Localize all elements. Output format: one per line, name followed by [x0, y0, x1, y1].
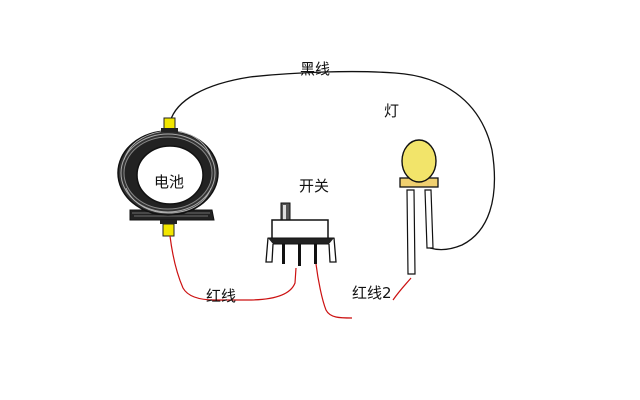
- battery-label: 电池: [154, 173, 185, 191]
- red-wire-label: 红线: [206, 287, 237, 305]
- lamp-right-lead: [424, 189, 434, 249]
- battery-bottom-terminal: [162, 223, 175, 237]
- battery-face: [136, 145, 204, 205]
- switch-body: [271, 219, 329, 241]
- red-wire: [169, 235, 297, 301]
- black-wire: [169, 70, 496, 251]
- battery: [117, 117, 219, 237]
- switch: [265, 202, 337, 266]
- black-wire-label: 黑线: [300, 60, 331, 78]
- lamp-left-lead: [406, 189, 416, 275]
- lamp-label: 灯: [384, 102, 400, 120]
- red-wire-2-label: 红线2: [352, 284, 392, 302]
- lamp-bulb: [401, 139, 437, 183]
- switch-label: 开关: [299, 177, 330, 195]
- red-wire-2: [315, 263, 353, 319]
- lamp: [399, 139, 439, 275]
